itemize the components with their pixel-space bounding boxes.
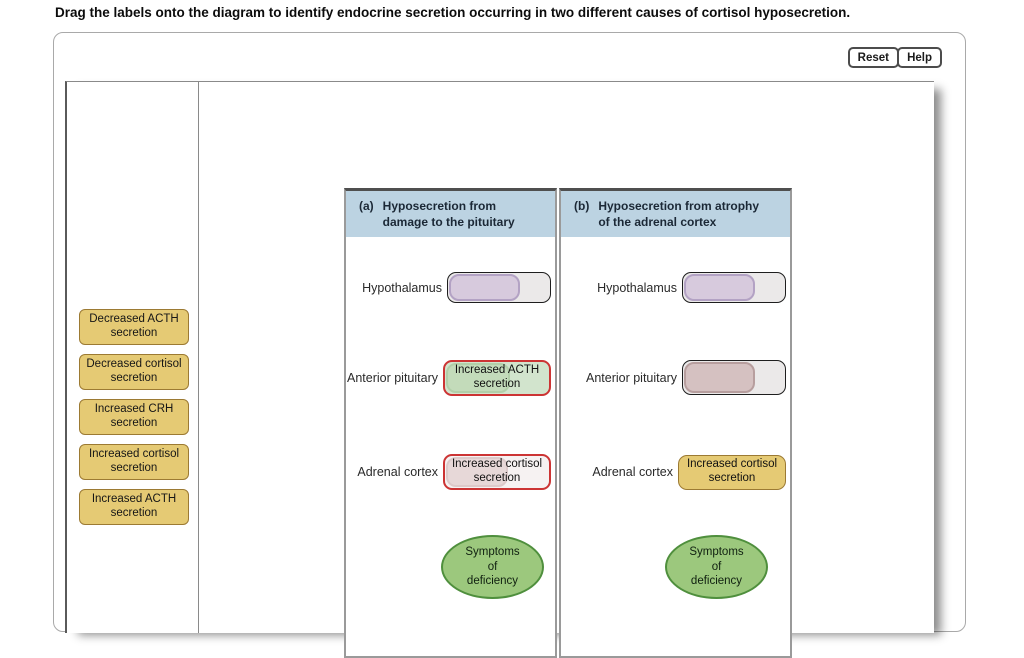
pituitary-shape: [684, 362, 756, 393]
drop-slot-a-hypothalamus[interactable]: [447, 272, 551, 303]
label-bank-divider: [198, 82, 199, 633]
row-a-hypothalamus: Hypothalamus: [350, 272, 551, 303]
column-b-header-prefix: (b): [574, 199, 590, 213]
column-a-header: (a) Hyposecretion from damage to the pit…: [346, 191, 555, 237]
reset-button[interactable]: Reset: [847, 47, 899, 68]
pituitary-shape: [446, 362, 511, 393]
row-b-adrenal-cortex: Adrenal cortex Increased cortisol secret…: [565, 454, 786, 490]
dropped-label[interactable]: Increased cortisol secretion: [686, 458, 778, 484]
row-label: Anterior pituitary: [585, 370, 677, 385]
help-button[interactable]: Help: [897, 47, 942, 68]
diagram-canvas: Decreased ACTH secretion Decreased corti…: [65, 81, 934, 658]
row-label: Hypothalamus: [362, 280, 442, 295]
column-b: (b) Hyposecretion from atrophy of the ad…: [559, 188, 792, 658]
row-b-hypothalamus: Hypothalamus: [565, 272, 786, 303]
column-a-header-prefix: (a): [359, 199, 374, 213]
symptoms-text: Symptoms of deficiency: [465, 546, 520, 588]
column-b-header-title: Hyposecretion from atrophy of the adrena…: [598, 199, 760, 230]
row-a-adrenal-cortex: Adrenal cortex Increased cortisol secret…: [350, 454, 551, 490]
column-a: (a) Hyposecretion from damage to the pit…: [344, 188, 557, 658]
drag-label-decreased-cortisol[interactable]: Decreased cortisol secretion: [79, 354, 189, 390]
drop-slot-a-anterior-pituitary[interactable]: Increased ACTH secretion: [443, 359, 551, 396]
activity-panel: Reset Help Decreased ACTH secretion Decr…: [53, 32, 966, 658]
column-b-header: (b) Hyposecretion from atrophy of the ad…: [561, 191, 790, 237]
row-a-anterior-pituitary: Anterior pituitary Increased ACTH secret…: [346, 359, 551, 396]
adrenal-shape: [446, 457, 509, 487]
column-a-header-title: Hyposecretion from damage to the pituita…: [382, 199, 515, 230]
drag-label-increased-cortisol[interactable]: Increased cortisol secretion: [79, 444, 189, 480]
symptoms-text: Symptoms of deficiency: [689, 546, 744, 588]
drop-slot-b-anterior-pituitary[interactable]: [682, 360, 786, 395]
row-label: Adrenal cortex: [357, 465, 438, 479]
page-instruction: Drag the labels onto the diagram to iden…: [55, 5, 851, 20]
dropped-label[interactable]: Increased ACTH secretion: [454, 363, 540, 390]
hypothalamus-shape: [449, 274, 521, 301]
symptoms-oval-b: Symptoms of deficiency: [665, 535, 768, 599]
drag-label-increased-acth[interactable]: Increased ACTH secretion: [79, 489, 189, 525]
drop-slot-a-adrenal-cortex[interactable]: Increased cortisol secretion: [443, 454, 551, 490]
drop-slot-b-adrenal-cortex[interactable]: Increased cortisol secretion: [678, 454, 786, 490]
row-b-anterior-pituitary: Anterior pituitary: [565, 359, 786, 396]
symptoms-oval-a: Symptoms of deficiency: [441, 535, 544, 599]
drop-slot-b-hypothalamus[interactable]: [682, 272, 786, 303]
row-label: Anterior pituitary: [346, 370, 438, 385]
dropped-label[interactable]: Increased cortisol secretion: [451, 458, 543, 484]
drag-label-decreased-acth[interactable]: Decreased ACTH secretion: [79, 309, 189, 345]
drag-label-increased-crh[interactable]: Increased CRH secretion: [79, 399, 189, 435]
row-label: Adrenal cortex: [592, 465, 673, 479]
row-label: Hypothalamus: [597, 280, 677, 295]
hypothalamus-shape: [684, 274, 756, 301]
